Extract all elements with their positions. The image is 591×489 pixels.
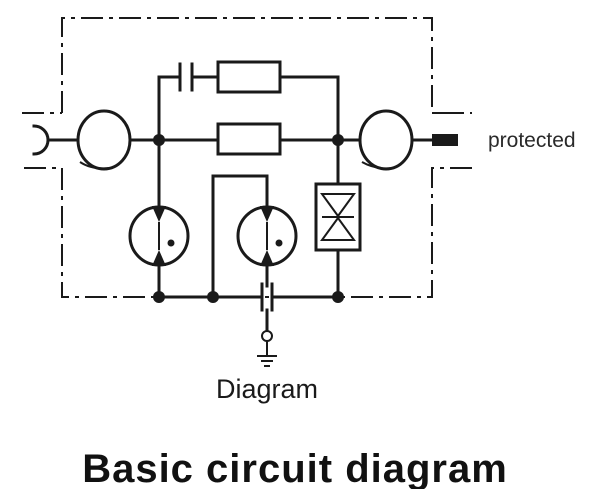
output-ferrite-tail: [361, 161, 395, 170]
junction-node: [207, 291, 219, 303]
left-gdt-gas-dot: [167, 239, 175, 247]
junction-node: [332, 291, 344, 303]
ground-label: Diagram: [216, 374, 318, 404]
upper-branch-left: [157, 75, 180, 142]
left-gdt-upper-electrode: [152, 206, 166, 222]
upper-resistor-icon: [216, 60, 282, 94]
output-terminal-icon: [432, 134, 458, 146]
upper-branch-right: [278, 75, 340, 142]
diagram-caption: Basic circuit diagram: [82, 447, 508, 489]
input-ferrite-core-icon: [76, 109, 132, 171]
junction-node: [153, 291, 165, 303]
left-gdt-lower-electrode: [152, 250, 166, 266]
input-ferrite-tail: [79, 161, 111, 170]
output-ferrite-core-icon: [358, 109, 414, 171]
middle-gdt-feed: [211, 174, 269, 299]
middle-gdt-gas-dot: [275, 239, 283, 247]
tvs-diode-upper-triangle: [320, 193, 356, 218]
input-connector-icon: [32, 124, 50, 156]
earth-ground-icon: [257, 355, 277, 367]
tvs-diode-lower-triangle: [320, 216, 356, 241]
middle-gdt-lower-electrode: [260, 250, 274, 266]
series-resistor-icon: [216, 122, 282, 156]
junction-node: [332, 134, 344, 146]
middle-gdt-upper-electrode: [260, 206, 274, 222]
junction-node: [153, 134, 165, 146]
protected-terminal-label: protected: [488, 129, 576, 152]
earth-terminal-icon: [261, 330, 273, 342]
